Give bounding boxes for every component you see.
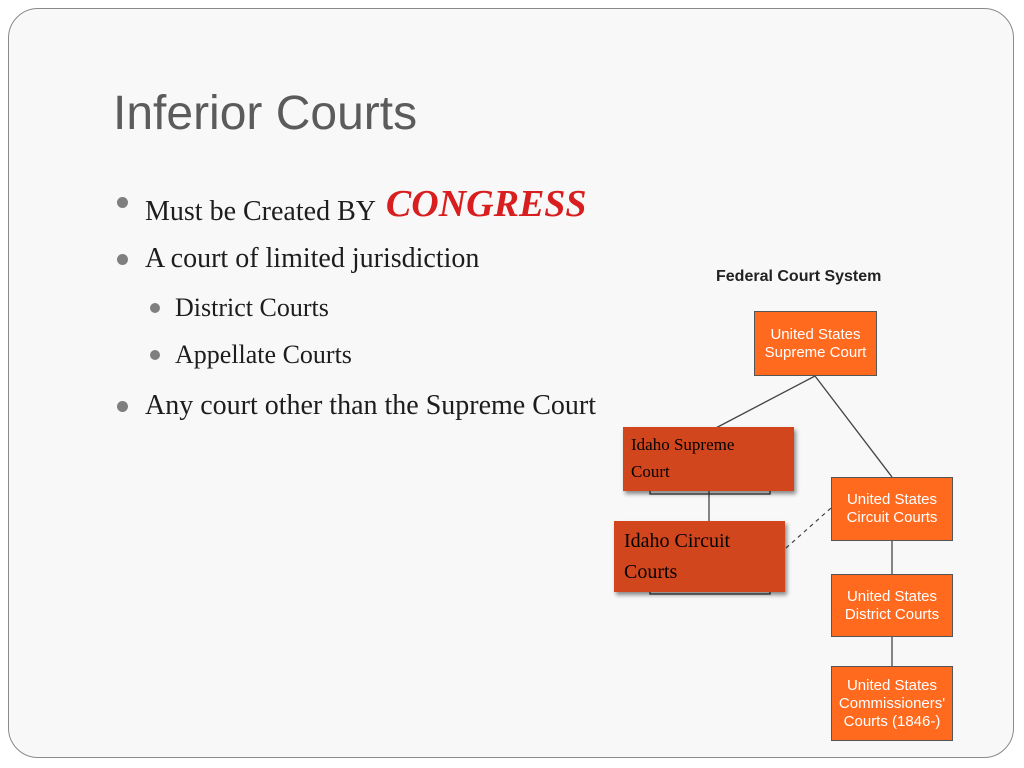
bullet-dot	[150, 350, 160, 360]
box-idaho-circuit-courts: Idaho Circuit Courts	[614, 521, 785, 592]
bullet-text: Must be Created BY	[145, 196, 375, 227]
bullet-limited-jurisdiction: A court of limited jurisdiction	[117, 243, 480, 275]
connector-supreme-to-circuit	[814, 375, 893, 478]
subbullet-appellate-courts: Appellate Courts	[150, 340, 352, 370]
slide-title: Inferior Courts	[113, 87, 418, 140]
box-idaho-supreme-court: Idaho Supreme Court	[623, 427, 794, 491]
bullet-created-by-congress: Must be Created BY CONGRESS	[117, 183, 587, 230]
bullet-dot	[117, 254, 128, 265]
connector-supreme-to-idaho	[711, 375, 816, 431]
box-us-circuit-courts: United States Circuit Courts	[831, 477, 953, 541]
box-us-district-courts: United States District Courts	[831, 574, 953, 637]
bullet-dot	[117, 401, 128, 412]
diagram-title: Federal Court System	[716, 268, 882, 285]
bullet-dot	[117, 197, 128, 208]
bullet-text: Appellate Courts	[175, 340, 352, 369]
bullet-text: A court of limited jurisdiction	[145, 243, 480, 274]
bullet-dot	[150, 303, 160, 313]
connector-dashed-circuit	[785, 507, 832, 549]
subbullet-district-courts: District Courts	[150, 293, 329, 323]
bullet-text: Any court other than the Supreme Court	[145, 390, 597, 421]
bullet-other-than-supreme: Any court other than the Supreme Court	[117, 390, 597, 422]
box-us-commissioners-courts: United States Commissioners' Courts (184…	[831, 666, 953, 741]
congress-emphasis: CONGRESS	[385, 183, 587, 225]
box-us-supreme-court: United States Supreme Court	[754, 311, 877, 376]
bullet-text: District Courts	[175, 293, 329, 322]
